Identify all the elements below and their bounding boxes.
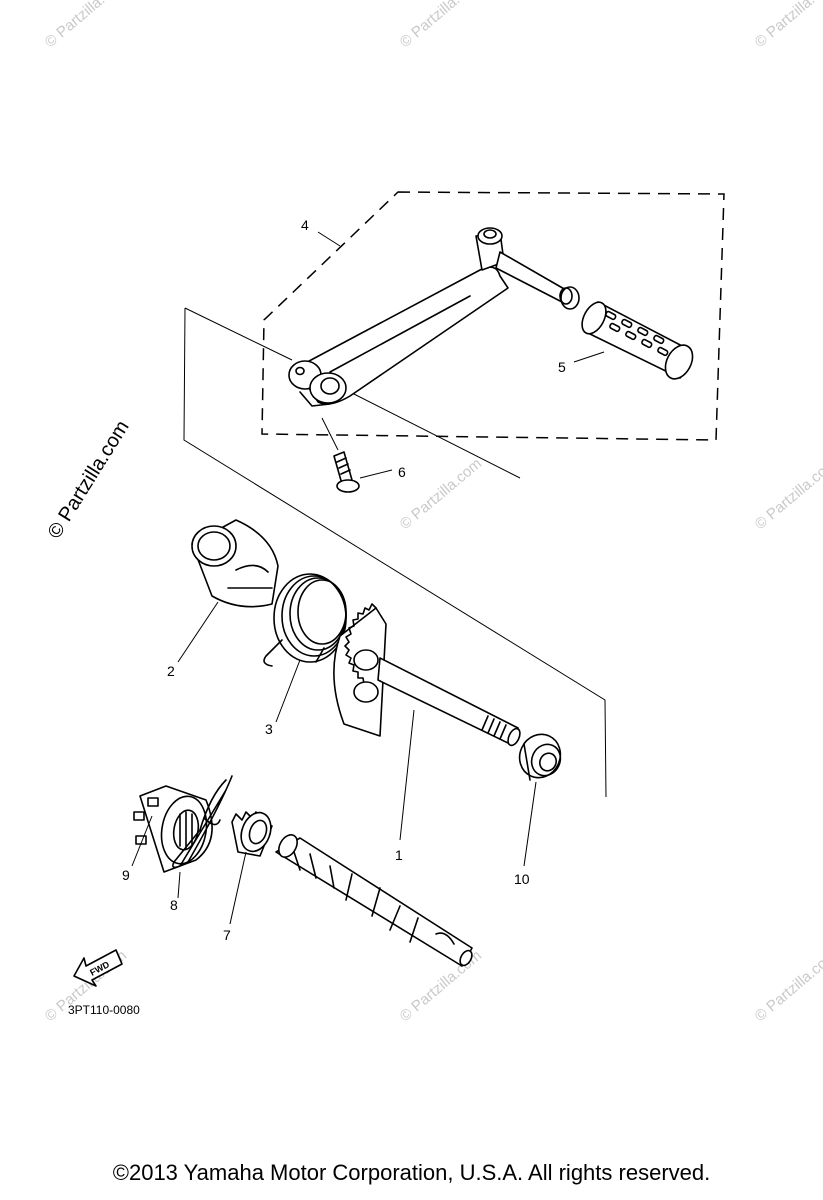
callout-9: 9 — [122, 867, 130, 883]
watermark: © Partzilla.com — [752, 947, 823, 1025]
callout-3: 3 — [265, 721, 273, 737]
leader-line-9 — [131, 815, 153, 867]
leader-line-1 — [399, 709, 415, 841]
watermark: © Partzilla.com — [752, 0, 823, 51]
forward-arrow-icon: FWD — [73, 949, 123, 987]
callout-8: 8 — [170, 897, 178, 913]
outline-edge — [349, 391, 521, 479]
kick-spring — [263, 573, 347, 667]
watermark: © Partzilla.com — [397, 0, 485, 51]
callout-4: 4 — [301, 217, 309, 233]
callout-7: 7 — [223, 927, 231, 943]
callout-6: 6 — [398, 464, 406, 480]
callout-1: 1 — [395, 847, 403, 863]
leader-line-7 — [229, 851, 247, 925]
leader-line-2 — [177, 601, 219, 663]
spring-cover — [191, 519, 279, 608]
leader-line-8 — [177, 871, 181, 899]
leader-line-4 — [317, 231, 341, 247]
ratchet-clip — [172, 775, 233, 869]
kick-lever — [288, 227, 580, 407]
leader-line-3 — [275, 659, 301, 723]
kick-grip — [581, 301, 694, 380]
watermark: © Partzilla.com — [42, 0, 130, 51]
watermark-group: © Partzilla.com © Partzilla.com © Partzi… — [42, 0, 823, 1025]
shaft-assembly-outline — [183, 307, 607, 798]
leader-line-10 — [523, 781, 537, 867]
bolt — [321, 417, 360, 493]
leader-line-5 — [573, 351, 605, 363]
diagram-part-code: 3PT110-0080 — [68, 1003, 140, 1017]
leader-line-6 — [359, 469, 393, 479]
kick-lever-assembly-outline — [261, 191, 725, 441]
callout-10: 10 — [514, 871, 530, 887]
callout-5: 5 — [558, 359, 566, 375]
watermark: © Partzilla.com — [397, 455, 485, 533]
callout-2: 2 — [167, 663, 175, 679]
kick-axle — [333, 603, 521, 747]
oil-seal — [518, 733, 562, 781]
kick-gear — [231, 811, 273, 857]
main-shaft — [275, 834, 473, 967]
copyright-notice: ©2013 Yamaha Motor Corporation, U.S.A. A… — [112, 1160, 711, 1185]
partzilla-watermark: © Partzilla.com — [44, 417, 134, 543]
watermark: © Partzilla.com — [752, 455, 823, 533]
